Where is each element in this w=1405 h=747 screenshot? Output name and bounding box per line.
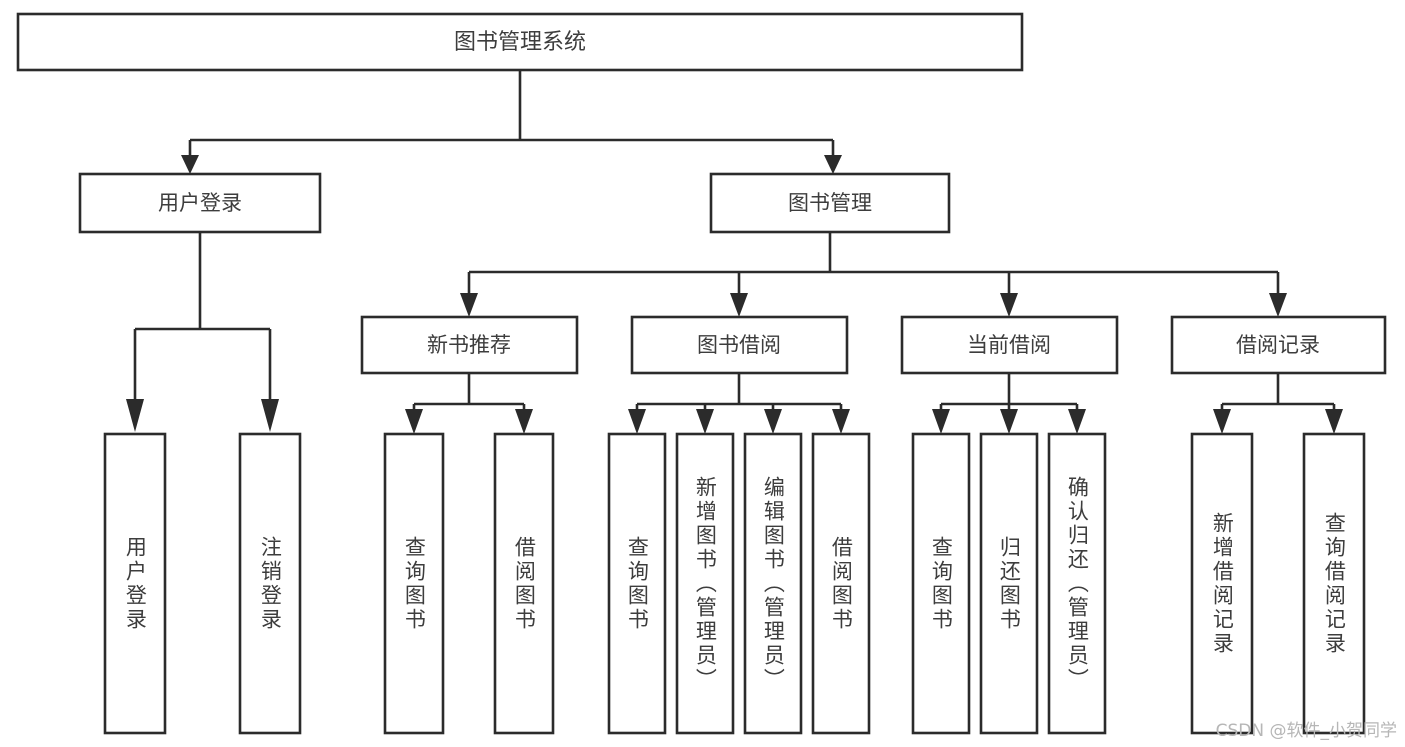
node-root-box[interactable]: [16, 12, 1024, 72]
leaf-query-book-1-label: 查询图书: [402, 535, 427, 632]
arrow-head-leaf-confirm-return: [1068, 409, 1086, 434]
leaf-box-group: [103, 432, 1366, 735]
leaf-borrow-book-1-box[interactable]: [493, 432, 555, 735]
leaf-query-book-3-label: 查询图书: [929, 535, 954, 632]
node-root[interactable]: 图书管理系统: [16, 12, 1024, 72]
node-book-manage-box[interactable]: [709, 172, 951, 234]
leaf-borrow-book-2-box[interactable]: [811, 432, 871, 735]
node-current-borrow[interactable]: 当前借阅: [900, 315, 1119, 375]
node-new-book-recommend-box[interactable]: [360, 315, 579, 375]
leaf-user-logout-box[interactable]: [238, 432, 302, 735]
node-user-login-box[interactable]: [78, 172, 322, 234]
node-root-label: 图书管理系统: [454, 30, 586, 55]
node-book-manage-label: 图书管理: [788, 191, 872, 215]
arrow-head-leaf-query-book-1: [405, 409, 423, 434]
leaf-user-login-box[interactable]: [103, 432, 167, 735]
arrow-head-leaf-query-record: [1325, 409, 1343, 434]
arrow-head-leaf-user-login: [126, 399, 144, 432]
arrow-head-borrow-record: [1269, 293, 1287, 317]
node-user-login[interactable]: 用户登录: [78, 172, 322, 234]
leaf-confirm-return-label: 确认归还（管理员）: [1065, 475, 1090, 692]
node-borrow-record-box[interactable]: [1170, 315, 1387, 375]
arrow-head-leaf-borrow-book-2: [832, 409, 850, 434]
node-current-borrow-box[interactable]: [900, 315, 1119, 375]
arrow-head-leaf-query-book-2: [628, 409, 646, 434]
node-book-borrow-label: 图书借阅: [697, 333, 781, 357]
node-book-borrow[interactable]: 图书借阅: [630, 315, 849, 375]
leaf-edit-book-box[interactable]: [743, 432, 803, 735]
leaf-return-book-label: 归还图书: [997, 535, 1022, 632]
leaf-edit-book-label: 编辑图书（管理员）: [761, 475, 786, 692]
leaf-add-book-label: 新增图书（管理员）: [693, 475, 718, 692]
arrow-head-leaf-return-book: [1000, 409, 1018, 434]
node-user-login-label: 用户登录: [158, 191, 242, 215]
leaf-query-book-2-label: 查询图书: [625, 535, 650, 632]
leaf-borrow-book-1-label: 借阅图书: [512, 535, 537, 632]
arrow-head-user-login: [181, 155, 199, 174]
arrow-head-leaf-borrow-book-1: [515, 409, 533, 434]
leaf-query-book-3-box[interactable]: [911, 432, 971, 735]
node-new-book-recommend-label: 新书推荐: [427, 333, 511, 357]
arrow-head-current-borrow: [1000, 293, 1018, 317]
arrow-head-leaf-add-record: [1213, 409, 1231, 434]
node-book-manage[interactable]: 图书管理: [709, 172, 951, 234]
node-borrow-record-label: 借阅记录: [1236, 333, 1320, 357]
watermark-text: CSDN @软件_小贺同学: [1215, 721, 1397, 741]
leaf-user-login-label: 用户登录: [123, 535, 148, 632]
node-new-book-recommend[interactable]: 新书推荐: [360, 315, 579, 375]
arrow-head-book-borrow: [730, 293, 748, 317]
leaf-query-book-2-box[interactable]: [607, 432, 667, 735]
node-book-borrow-box[interactable]: [630, 315, 849, 375]
leaf-user-logout-label: 注销登录: [258, 535, 283, 632]
arrow-head-leaf-query-book-3: [932, 409, 950, 434]
arrow-head-new-book-recommend: [460, 293, 478, 317]
leaf-return-book-box[interactable]: [979, 432, 1039, 735]
arrow-head-book-manage: [824, 155, 842, 174]
leaf-confirm-return-box[interactable]: [1047, 432, 1107, 735]
node-current-borrow-label: 当前借阅: [967, 333, 1051, 357]
connector-group: [126, 70, 1343, 434]
leaf-borrow-book-2-label: 借阅图书: [829, 535, 854, 632]
leaf-query-record-box[interactable]: [1302, 432, 1366, 735]
node-borrow-record[interactable]: 借阅记录: [1170, 315, 1387, 375]
leaf-add-record-box[interactable]: [1190, 432, 1254, 735]
leaf-add-book-box[interactable]: [675, 432, 735, 735]
leaf-query-book-1-box[interactable]: [383, 432, 445, 735]
leaf-query-record-label: 查询借阅记录: [1322, 511, 1347, 656]
arrow-head-leaf-edit-book: [764, 409, 782, 434]
arrow-head-leaf-user-logout: [261, 399, 279, 432]
leaf-add-record-label: 新增借阅记录: [1210, 511, 1235, 656]
arrow-head-leaf-add-book: [696, 409, 714, 434]
